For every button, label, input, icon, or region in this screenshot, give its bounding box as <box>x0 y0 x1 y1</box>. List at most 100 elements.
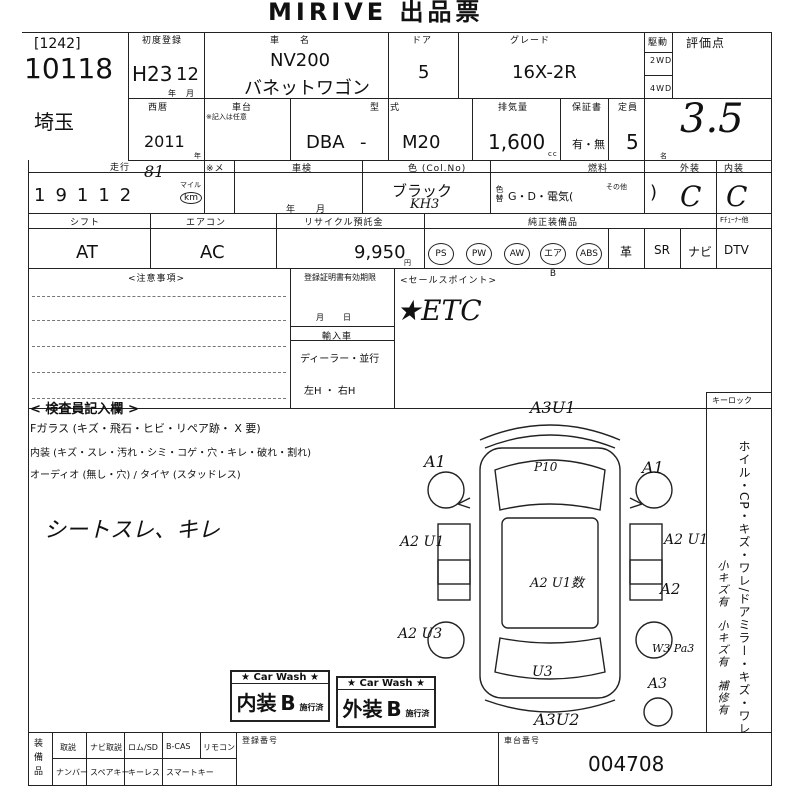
reg-month-day: 月 日 <box>316 313 352 322</box>
drive-2wd: 2WD <box>650 56 673 65</box>
mark-hood: P10 <box>534 460 558 474</box>
equip-sunroof: SR <box>654 243 670 257</box>
cc-label: 排気量 <box>498 103 529 113</box>
equip-abs: ABS <box>576 243 602 265</box>
side-vertical-notes: 小キズ有 小キズ有 補修有 <box>716 560 729 716</box>
equip-navi: ナビ <box>688 245 713 259</box>
mark-roof: A2 U1数 <box>530 576 585 591</box>
fuel-close: ) <box>650 182 658 203</box>
mark-spare: A3 <box>648 676 668 692</box>
year-month-label: 年 月 <box>168 89 195 98</box>
lot-number: 10118 <box>24 52 114 85</box>
reg-month: 12 <box>176 64 199 85</box>
footer-remote: リモコン <box>203 743 235 752</box>
katashiki-label: 型 式 <box>370 103 401 113</box>
name-label: 車 名 <box>270 36 311 46</box>
mark-rear: U3 <box>532 664 553 680</box>
side-vertical-text: ホイル・CP・キズ・ワレ/ドアミラー・キズ・ワレ <box>737 440 751 736</box>
int-grade: C <box>726 180 748 213</box>
inspector-title: < 検査員記入欄 > <box>30 402 139 417</box>
mark-right-rear-door: A2 <box>660 580 681 598</box>
color-label: 色 (Col.No) <box>408 164 467 174</box>
reg-label: 初度登録 <box>142 36 183 46</box>
wash-grade: B <box>280 691 296 715</box>
year: 2011 <box>144 132 185 151</box>
footer-manual: 取説 <box>60 743 76 752</box>
fuel-label: 燃料 <box>588 164 609 174</box>
mile-label: マイル <box>180 181 201 189</box>
inspect-ym: 年 月 <box>286 205 327 215</box>
ext-label: 外装 <box>680 164 701 174</box>
car-wash-title: ★ Car Wash ★ <box>232 672 328 684</box>
fuel-other: その他 <box>606 183 627 191</box>
mark-front-left: A1 <box>424 452 446 471</box>
mark-left-rear: A2 U3 <box>398 626 443 642</box>
keylock-label: キーロック <box>712 396 752 405</box>
footer-keyless: キーレス <box>128 768 160 777</box>
mileage-label: 走行 <box>110 163 131 173</box>
color: ブラック <box>392 182 453 200</box>
shift-label: シフト <box>70 218 101 228</box>
wash-grade: B <box>386 697 402 721</box>
footer-bcas: B-CAS <box>166 742 191 751</box>
drive-label: 駆動 <box>648 38 669 48</box>
page-title: MIRIVE 出品票 <box>268 0 484 26</box>
lot-bracket-number: [1242] <box>34 36 81 52</box>
cc: 1,600 <box>488 130 546 154</box>
sales-point: ★ETC <box>396 294 482 327</box>
footer-spare-key: スペアキー <box>90 768 130 777</box>
import-hand: 左H ・ 右H <box>304 386 356 397</box>
mileage: 19112 <box>34 185 142 206</box>
footer-rom-sd: ロム/SD <box>128 743 158 752</box>
door-label: ドア <box>412 36 433 46</box>
int-label: 内装 <box>724 164 745 174</box>
chassis-number: 004708 <box>588 752 665 776</box>
mileage-correction: 81 <box>144 162 165 181</box>
ac-label: エアコン <box>186 218 227 228</box>
capacity-unit: 名 <box>660 152 668 160</box>
interior-line: 内装 (キズ・スレ・汚れ・シミ・コゲ・穴・キレ・破れ・割れ) <box>30 448 311 459</box>
wash-area: 内装 <box>236 691 277 715</box>
katashiki: M20 <box>402 132 441 153</box>
footer-smart-key: スマートキー <box>166 768 214 777</box>
katashiki-prefix: DBA <box>306 132 345 153</box>
model-name: NV200 <box>270 50 331 71</box>
equip-pw: PW <box>466 243 492 265</box>
car-wash-interior-sticker: ★ Car Wash ★ 内装 B 施行済 <box>230 670 330 722</box>
reg-expiry-label: 登録証明書有効期限 <box>304 273 376 282</box>
color-change-label: 色替 <box>495 185 504 203</box>
shadai-label: 車台 <box>232 103 253 113</box>
import-dealer: ディーラー・並行 <box>300 354 380 365</box>
sales-label: <セールスポイント> <box>400 276 498 286</box>
mark-right-rear: W3 Pa3 <box>652 642 695 655</box>
km-unit: km <box>180 192 202 204</box>
equip-label: 純正装備品 <box>528 218 579 228</box>
prefecture: 埼玉 <box>34 110 74 134</box>
equip-ps: PS <box>428 243 454 265</box>
cc-unit: cc <box>548 150 558 158</box>
recycle-label: リサイクル預託金 <box>304 218 384 228</box>
import-label: 輸入車 <box>322 332 353 342</box>
car-damage-diagram <box>427 424 673 727</box>
equip-leather: 革 <box>620 245 633 259</box>
year-label: 西暦 <box>148 103 169 113</box>
color-code: KH3 <box>410 197 440 212</box>
reg-era: H23 <box>132 62 173 86</box>
score-label: 評価点 <box>686 36 726 50</box>
score: 3.5 <box>680 96 744 142</box>
mark-front-right: A1 <box>642 458 664 477</box>
mark-rear-bumper: A3U2 <box>534 710 580 729</box>
model-name-jp: バネットワゴン <box>244 78 370 99</box>
equip-aw: AW <box>504 243 530 265</box>
smartkey-label: Fﾁｭｰﾅｰ他 <box>720 216 749 224</box>
recycle: 9,950 <box>354 242 406 263</box>
doors: 5 <box>418 62 430 83</box>
footer-navi-manual: ナビ取説 <box>90 743 122 752</box>
ac: AC <box>200 242 225 263</box>
footer-number: ナンバー <box>56 768 88 777</box>
caution-label: <注意事項> <box>128 274 186 284</box>
glass-line: Fガラス (キズ・飛石・ヒビ・リペア跡・ X 要) <box>30 422 261 435</box>
meter-label: ※メ <box>206 164 225 174</box>
inspector-handwritten: シートスレ、キレ <box>44 518 221 543</box>
shadai-sub: ※記入は任意 <box>206 113 247 121</box>
